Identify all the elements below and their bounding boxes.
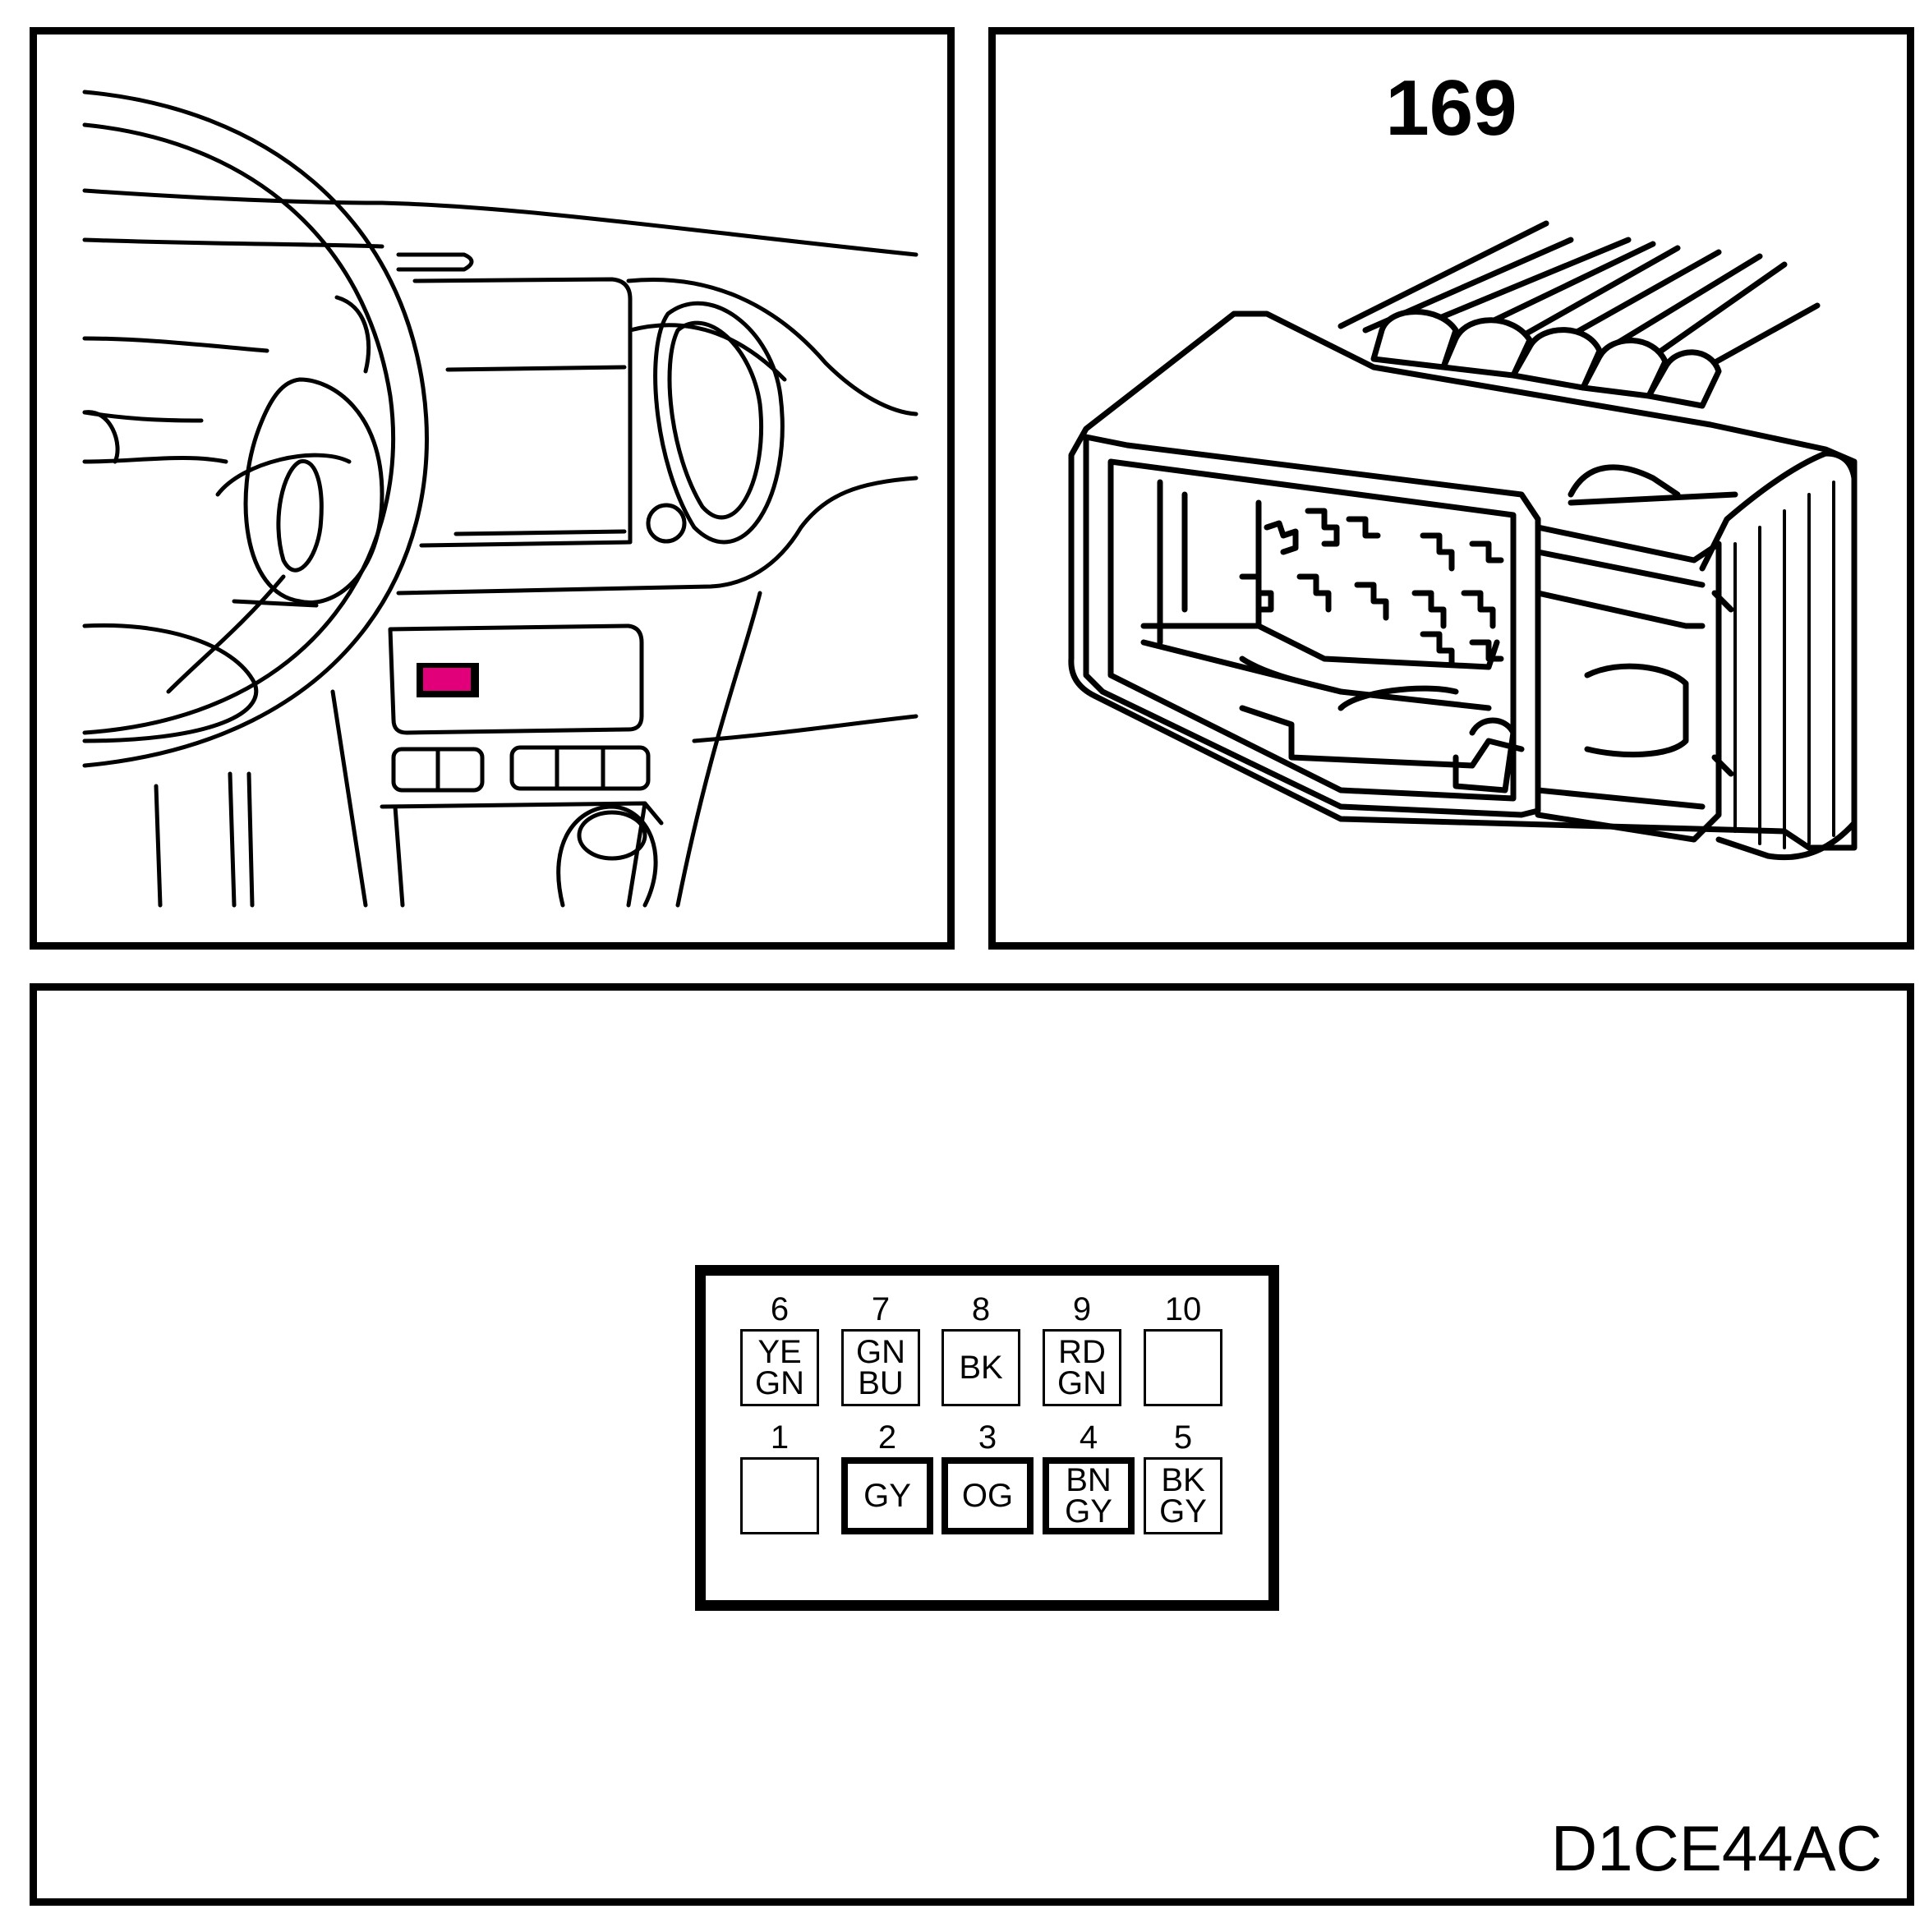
pin-8: 8 BK bbox=[941, 1291, 1020, 1406]
pin-number: 1 bbox=[770, 1419, 790, 1456]
pin-4: 4 BN GY bbox=[1043, 1419, 1135, 1534]
pin-number: 7 bbox=[871, 1291, 891, 1327]
pin-color-cell: BK bbox=[941, 1329, 1020, 1406]
wire-color: BK bbox=[1161, 1462, 1205, 1498]
connector-illustration bbox=[1068, 220, 1858, 861]
wire-color: BN bbox=[1066, 1462, 1112, 1498]
pin-number: 6 bbox=[770, 1291, 790, 1327]
pin-7: 7 GN BU bbox=[841, 1291, 920, 1406]
pin-color-cell bbox=[740, 1457, 819, 1534]
wire-color: GN bbox=[755, 1365, 804, 1401]
wire-color: YE bbox=[757, 1334, 802, 1370]
dashboard-location-panel bbox=[30, 27, 955, 950]
pin-number: 2 bbox=[877, 1419, 897, 1456]
pin-color-cell: YE GN bbox=[740, 1329, 819, 1406]
pin-1: 1 bbox=[740, 1419, 819, 1534]
wire-color: GY bbox=[863, 1478, 911, 1514]
wire-color: OG bbox=[961, 1478, 1014, 1514]
connector-face: 6 YE GN 7 GN BU 8 BK 9 RD GN bbox=[695, 1265, 1279, 1611]
wire-color: BU bbox=[858, 1365, 904, 1401]
pin-number: 8 bbox=[971, 1291, 991, 1327]
figure-code: D1CE44AC bbox=[1550, 1812, 1882, 1884]
pin-color-cell: RD GN bbox=[1043, 1329, 1121, 1406]
pin-number: 10 bbox=[1164, 1291, 1202, 1327]
pin-color-cell: OG bbox=[941, 1457, 1034, 1534]
pinout-panel: 6 YE GN 7 GN BU 8 BK 9 RD GN bbox=[30, 983, 1914, 1906]
wire-color: RD bbox=[1058, 1334, 1106, 1370]
pin-number: 3 bbox=[978, 1419, 997, 1456]
pin-5: 5 BK GY bbox=[1144, 1419, 1222, 1534]
pin-number: 9 bbox=[1072, 1291, 1092, 1327]
pin-number: 4 bbox=[1079, 1419, 1098, 1456]
pin-10: 10 bbox=[1144, 1291, 1222, 1406]
wire-color: GY bbox=[1159, 1493, 1207, 1530]
pin-color-cell bbox=[1144, 1329, 1222, 1406]
pin-color-cell: BN GY bbox=[1043, 1457, 1135, 1534]
pin-number: 5 bbox=[1173, 1419, 1193, 1456]
pin-color-cell: BK GY bbox=[1144, 1457, 1222, 1534]
pin-color-cell: GN BU bbox=[841, 1329, 920, 1406]
pin-color-cell: GY bbox=[841, 1457, 933, 1534]
wire-color: GN bbox=[856, 1334, 905, 1370]
dashboard-illustration bbox=[82, 90, 918, 908]
connector-number: 169 bbox=[1385, 64, 1517, 152]
pin-6: 6 YE GN bbox=[740, 1291, 819, 1406]
wire-color: GY bbox=[1065, 1493, 1112, 1530]
wire-color: GN bbox=[1057, 1365, 1107, 1401]
pin-2: 2 GY bbox=[841, 1419, 933, 1534]
pin-9: 9 RD GN bbox=[1043, 1291, 1121, 1406]
connector-view-panel: 169 bbox=[988, 27, 1914, 950]
pin-3: 3 OG bbox=[941, 1419, 1034, 1534]
wire-color: BK bbox=[959, 1350, 1003, 1386]
location-marker bbox=[423, 668, 471, 691]
